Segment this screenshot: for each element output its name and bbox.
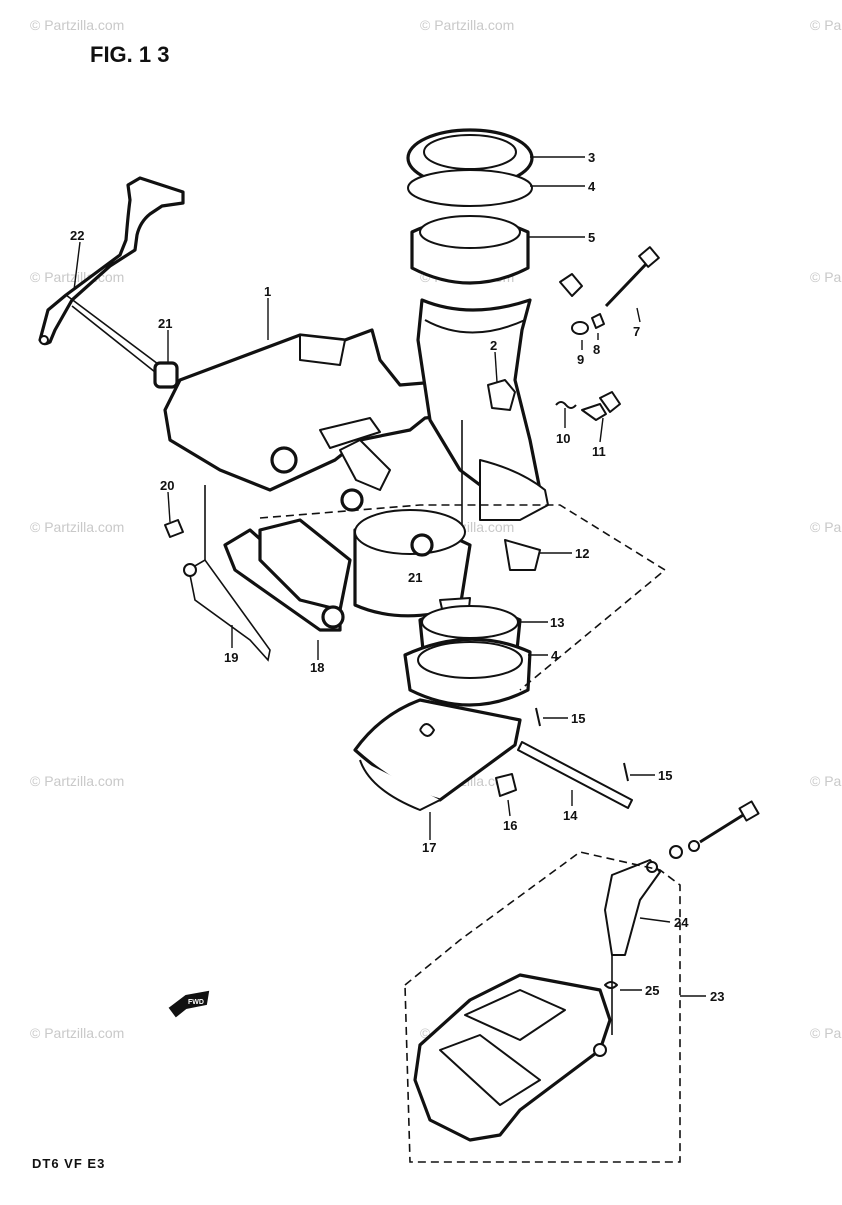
- part-23-clamp-bracket: [413, 973, 612, 1142]
- watermark: © Partzilla.com: [30, 773, 124, 789]
- assembly-outlines: [259, 504, 681, 1163]
- part-8-nut: [591, 313, 605, 329]
- callout-8: 8: [593, 342, 600, 357]
- watermark: © Partzilla.com: [810, 773, 842, 789]
- callout-4: 4: [551, 648, 559, 663]
- watermark: © Partzilla.com: [30, 519, 124, 535]
- callout-16: 16: [503, 818, 517, 833]
- callout-21: 21: [408, 570, 422, 585]
- figure-title: FIG. 1 3: [90, 42, 169, 67]
- part-6-nut: [559, 273, 583, 297]
- callout-1: 1: [264, 284, 271, 299]
- callout-7: 7: [633, 324, 640, 339]
- callout-5: 5: [588, 230, 595, 245]
- callout-13: 13: [550, 615, 564, 630]
- callout-4: 4: [588, 179, 596, 194]
- callout-21: 21: [158, 316, 172, 331]
- watermark: © Partzilla.com: [30, 269, 124, 285]
- callout-17: 17: [422, 840, 436, 855]
- watermark: © Partzilla.com: [30, 1025, 124, 1041]
- part-7-bolt: [604, 246, 660, 308]
- part-20-bolt: [164, 519, 184, 538]
- part-22-handle: [38, 176, 185, 377]
- watermark: © Partzilla.com: [810, 519, 842, 535]
- callout-12: 12: [575, 546, 589, 561]
- part-19-rod-spring: [183, 485, 271, 662]
- watermark: © Partzilla.com: [420, 17, 514, 33]
- callout-14: 14: [563, 808, 578, 823]
- callout-20: 20: [160, 478, 174, 493]
- part-16-clip: [495, 773, 517, 797]
- leader-lines: [73, 156, 706, 997]
- footer-model-code: DT6 VF E3: [32, 1156, 105, 1171]
- callout-3: 3: [588, 150, 595, 165]
- callout-15: 15: [571, 711, 585, 726]
- part-1-housing: [163, 328, 470, 492]
- callout-22: 22: [70, 228, 84, 243]
- callout-23: 23: [710, 989, 724, 1004]
- part-9-washer: [571, 321, 589, 335]
- part-2-clip: [487, 379, 516, 411]
- callout-24: 24: [674, 915, 689, 930]
- watermark: © Partzilla.com: [810, 1025, 842, 1041]
- part-24-lever: [604, 859, 661, 956]
- part-21-bushing: [153, 361, 179, 389]
- callout-19: 19: [224, 650, 238, 665]
- callout-18: 18: [310, 660, 324, 675]
- part-25-spring: [604, 955, 618, 1035]
- part-11-wing-bolt: [581, 391, 621, 421]
- part-18-cylinder: [223, 518, 352, 632]
- callout-15: 15: [658, 768, 672, 783]
- callout-11: 11: [592, 444, 606, 459]
- watermark: © Partzilla.com: [810, 269, 842, 285]
- callout-2: 2: [490, 338, 497, 353]
- part-10-spring: [555, 401, 577, 409]
- watermark: © Partzilla.com: [810, 17, 842, 33]
- fwd-label: FWD: [188, 999, 204, 1006]
- callout-9: 9: [577, 352, 584, 367]
- part-15-pin: [535, 707, 629, 782]
- part-17-plate: [353, 698, 522, 811]
- callout-labels: 1 2 3 4 4 5 7 8 9 10 11 12 13 14 15 15 1…: [70, 150, 724, 1004]
- part-23-bolt: [669, 800, 760, 859]
- swivel-tube-assembly: [340, 128, 549, 707]
- callout-10: 10: [556, 431, 570, 446]
- watermark: © Partzilla.com: [30, 17, 124, 33]
- fwd-arrow: FWD: [168, 990, 210, 1018]
- callout-25: 25: [645, 983, 659, 998]
- part-14-rod: [517, 741, 633, 809]
